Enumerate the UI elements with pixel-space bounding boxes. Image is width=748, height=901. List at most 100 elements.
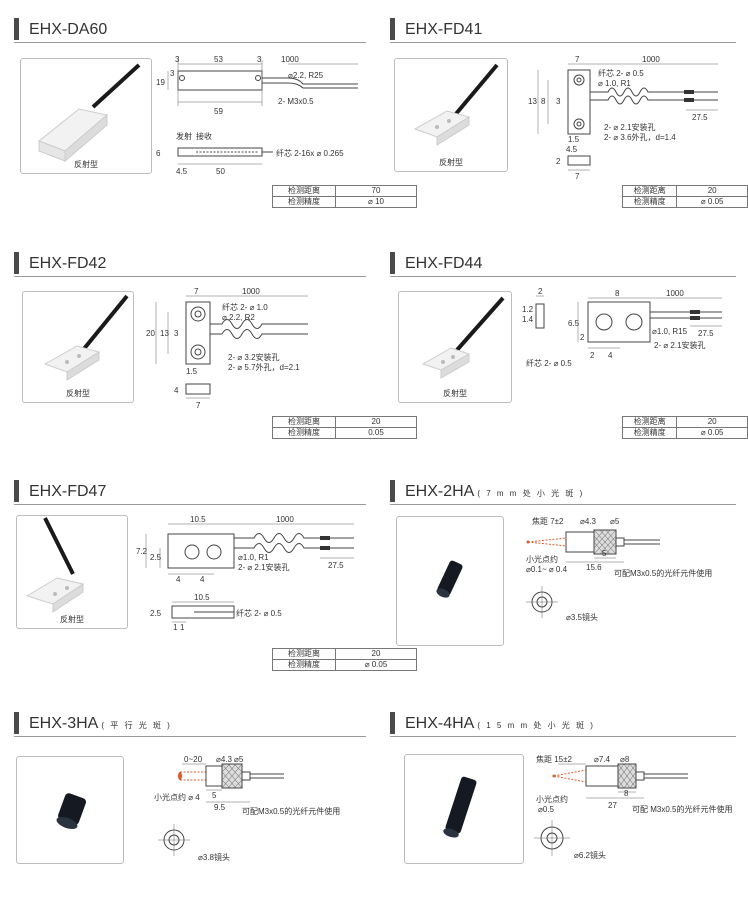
dim-10.5: 10.5	[190, 515, 206, 524]
dim-6.5: 6.5	[568, 319, 580, 328]
spec-value: 20	[676, 416, 748, 428]
dim-1.4: 1.4	[522, 315, 534, 324]
product-photo-4ha	[404, 754, 524, 864]
dim-1000: 1000	[666, 289, 684, 298]
section-header-da60: EHX-DA60	[14, 14, 107, 40]
dim-4: 4	[174, 386, 179, 395]
spec-key: 检测精度	[272, 196, 336, 208]
spec-key: 检测距离	[272, 416, 336, 428]
dim-1000: 1000	[642, 56, 660, 64]
product-caption: 反射型	[60, 615, 84, 624]
section-header-fd44: EHX-FD44	[390, 248, 482, 274]
dim-20: 20	[146, 329, 155, 338]
dim-19: 19	[156, 78, 165, 87]
dim-7: 7	[194, 288, 199, 296]
label-focus: 焦距 15±2	[536, 754, 573, 764]
lens-image	[443, 776, 477, 838]
dim-radius: ⌀ 1.0, R1	[598, 79, 631, 88]
note-compatible: 可配M3x0.5的光纤元件使用	[614, 568, 712, 578]
dim-2.5: 2.5	[150, 553, 162, 562]
product-caption: 反射型	[66, 389, 90, 398]
section-title: EHX-3HA	[29, 715, 99, 732]
spec-key: 检测距离	[272, 648, 336, 660]
dim-1.5: 1.5	[186, 367, 198, 376]
dim-27: 27	[608, 801, 617, 810]
section-title: EHX-FD41	[405, 21, 483, 38]
dim-3: 3	[174, 329, 179, 338]
dim-core: 纤芯 2- ⌀ 0.5	[598, 68, 644, 78]
spec-value: 20	[335, 416, 417, 428]
header-accent-bar	[14, 712, 19, 734]
dimension-drawing-fd47: 10.5 1000 7.2 2.5 ⌀1.0, R1 2- ⌀ 2.1安装孔 2…	[136, 515, 354, 632]
sensor-image	[421, 296, 505, 379]
sensor-image	[25, 517, 85, 613]
dim-3b: 3	[257, 56, 262, 64]
dim-8: ⌀8	[620, 755, 630, 764]
dim-fiber: 纤芯 2-16x ⌀ 0.265	[276, 148, 344, 158]
product-caption: 反射型	[443, 389, 467, 398]
section-header-2ha: EHX-2HA ( 7 m m 处 小 光 斑 )	[390, 476, 584, 502]
dim-1b: 1	[180, 623, 185, 632]
section-header-fd41: EHX-FD41	[390, 14, 482, 40]
dim-hole2: 2- ⌀ 5.7外孔，d=2.1	[228, 362, 300, 372]
header-rule	[390, 504, 736, 505]
dim-0-20: 0~20	[184, 755, 203, 764]
label-focus: 焦距 7±2	[532, 516, 564, 526]
table-row: 检测精度⌀ 0.05	[272, 659, 417, 671]
dim-spot: ⌀0.5	[538, 805, 555, 814]
sensor-image	[38, 63, 141, 163]
section-header-3ha: EHX-3HA ( 平 行 光 斑 )	[14, 708, 172, 734]
spec-value: ⌀ 10	[335, 196, 417, 208]
dim-3: 3	[556, 97, 561, 106]
dim-radius: ⌀1.0, R15	[652, 327, 688, 336]
product-photo-2ha	[396, 516, 504, 646]
spec-key: 检测精度	[621, 427, 678, 439]
dim-hole1: 2- ⌀ 2.1安装孔	[654, 340, 706, 350]
dim-hole2: 2- ⌀ 3.6外孔，d=1.4	[604, 132, 676, 142]
product-photo-3ha	[16, 756, 124, 864]
spec-key: 检测精度	[621, 196, 678, 208]
label-spot: 小光点约 ⌀ 4	[154, 792, 200, 802]
dim-15.6: 15.6	[586, 563, 602, 572]
dimension-drawing-fd42: 7 1000 纤芯 2- ⌀ 1.0 ⌀ 2.2, R2 20 13 3 2- …	[146, 288, 308, 410]
label-spot: 小光点约	[536, 794, 568, 804]
spec-key: 检测距离	[621, 416, 678, 428]
header-accent-bar	[14, 18, 19, 40]
dim-7.2: 7.2	[136, 547, 148, 556]
dim-7: 7	[575, 56, 580, 64]
dim-radius: ⌀1.0, R1	[238, 553, 269, 562]
dim-radius: ⌀ 2.2, R2	[222, 313, 255, 322]
spec-key: 检测距离	[621, 185, 678, 197]
section-title: EHX-4HA	[405, 715, 475, 732]
label-spot: 小光点约	[526, 554, 558, 564]
section-title: EHX-FD47	[29, 483, 107, 500]
header-accent-bar	[14, 252, 19, 274]
dimension-drawing-3ha: 0~20 ⌀4.3 ⌀5 5 小光点约 ⌀ 4 9.5 可配M3x0.5的光纤元…	[154, 755, 340, 862]
dim-53: 53	[214, 56, 223, 64]
dim-13: 13	[160, 329, 169, 338]
header-accent-bar	[390, 18, 395, 40]
dim-core: 纤芯 2- ⌀ 0.5	[526, 358, 572, 368]
label-emit: 发射	[176, 131, 192, 141]
section-title: EHX-FD42	[29, 255, 107, 272]
section-subtitle: ( 7 m m 处 小 光 斑 )	[477, 489, 585, 498]
dim-10.5b: 10.5	[194, 593, 210, 602]
dimension-drawing-2ha: 焦距 7±2 ⌀4.3 ⌀5 小光点约 ⌀0.1~ ⌀ 0.4 5 15.6 可…	[526, 516, 712, 622]
dim-27.5: 27.5	[698, 329, 714, 338]
product-photo-da60: 反射型	[20, 58, 152, 174]
sensor-image	[43, 294, 129, 381]
dim-2b: 2	[580, 333, 585, 342]
dim-4a: 4	[176, 575, 181, 584]
dim-4.5: 4.5	[176, 167, 188, 176]
dim-2.5b: 2.5	[150, 609, 162, 618]
dim-9.5: 9.5	[214, 803, 226, 812]
dim-4.3: ⌀4.3	[580, 517, 597, 526]
